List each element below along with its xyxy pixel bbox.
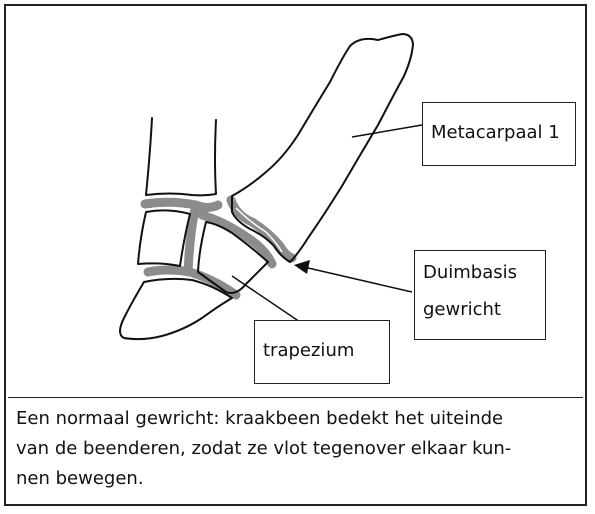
trapezium-label: trapezium — [254, 320, 390, 384]
metacarpal-label-text: Metacarpaal 1 — [431, 122, 560, 143]
cartilage-lower-left — [148, 270, 236, 295]
duimbasis-label-line1: Duimbasis — [423, 259, 537, 288]
duimbasis-arrow-line — [308, 268, 412, 292]
caption-line-2: van de beenderen, zodat ze vlot tegenove… — [16, 434, 575, 464]
cartilage-top-left — [145, 202, 218, 207]
trapezium-label-text: trapezium — [263, 340, 354, 361]
caption-line-1: Een normaal gewricht: kraakbeen bedekt h… — [16, 404, 575, 434]
scaphoid-bone — [138, 210, 190, 266]
metacarpal-label: Metacarpaal 1 — [422, 102, 576, 166]
lower-bone — [120, 279, 232, 339]
bone-outlines — [120, 34, 413, 339]
duimbasis-label-line2: gewricht — [423, 296, 537, 325]
caption-line-3: nen bewegen. — [16, 464, 575, 494]
radius-bone — [146, 118, 216, 195]
duimbasis-arrowhead — [294, 260, 310, 274]
cartilage-layer — [145, 200, 292, 295]
caption-box: Een normaal gewricht: kraakbeen bedekt h… — [8, 397, 583, 503]
metacarpal-pointer-line — [352, 125, 422, 137]
trapezium-pointer-line — [232, 276, 300, 322]
duimbasis-label: Duimbasis gewricht — [414, 250, 546, 340]
